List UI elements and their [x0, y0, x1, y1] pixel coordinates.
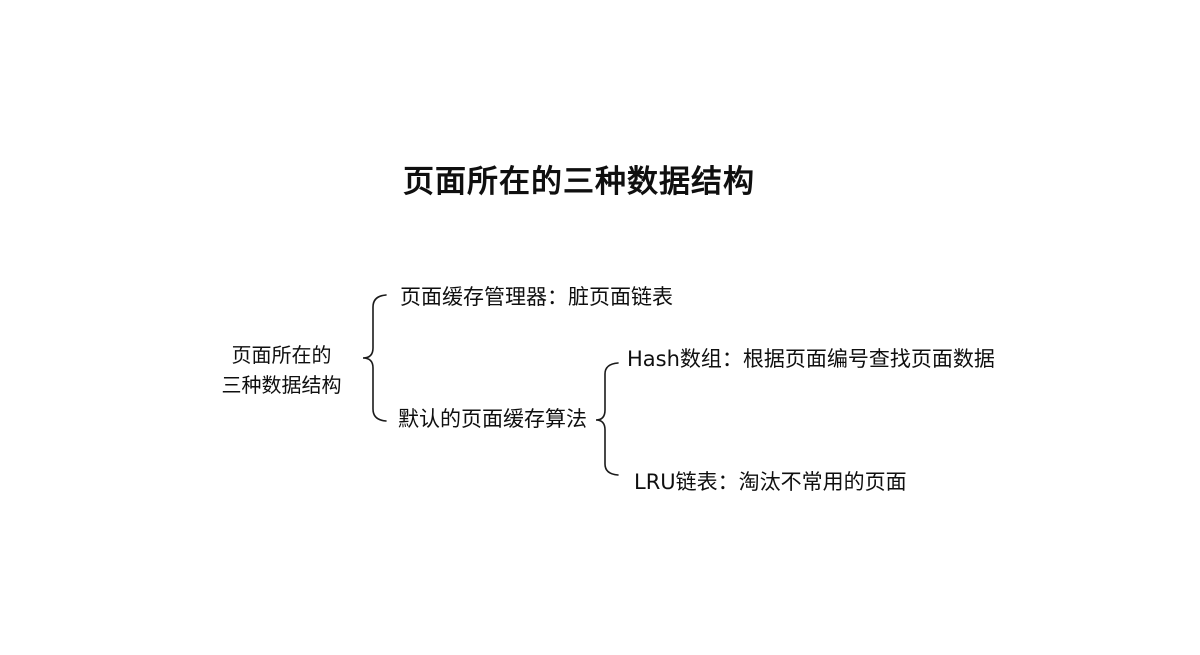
- root-node-line-1: 页面所在的: [231, 343, 332, 367]
- root-brace-icon: [362, 294, 387, 422]
- root-node[interactable]: 页面所在的 三种数据结构: [214, 340, 349, 400]
- branch-node-page-cache-manager[interactable]: 页面缓存管理器：脏页面链表: [400, 285, 673, 309]
- child-brace-icon: [595, 362, 619, 476]
- branch-node-default-cache-algorithm[interactable]: 默认的页面缓存算法: [398, 407, 587, 431]
- leaf-node-hash-array[interactable]: Hash数组：根据页面编号查找页面数据: [627, 347, 995, 371]
- page-title: 页面所在的三种数据结构: [403, 164, 755, 200]
- leaf-node-lru-list[interactable]: LRU链表：淘汰不常用的页面: [634, 470, 907, 494]
- root-node-line-2: 三种数据结构: [221, 373, 342, 397]
